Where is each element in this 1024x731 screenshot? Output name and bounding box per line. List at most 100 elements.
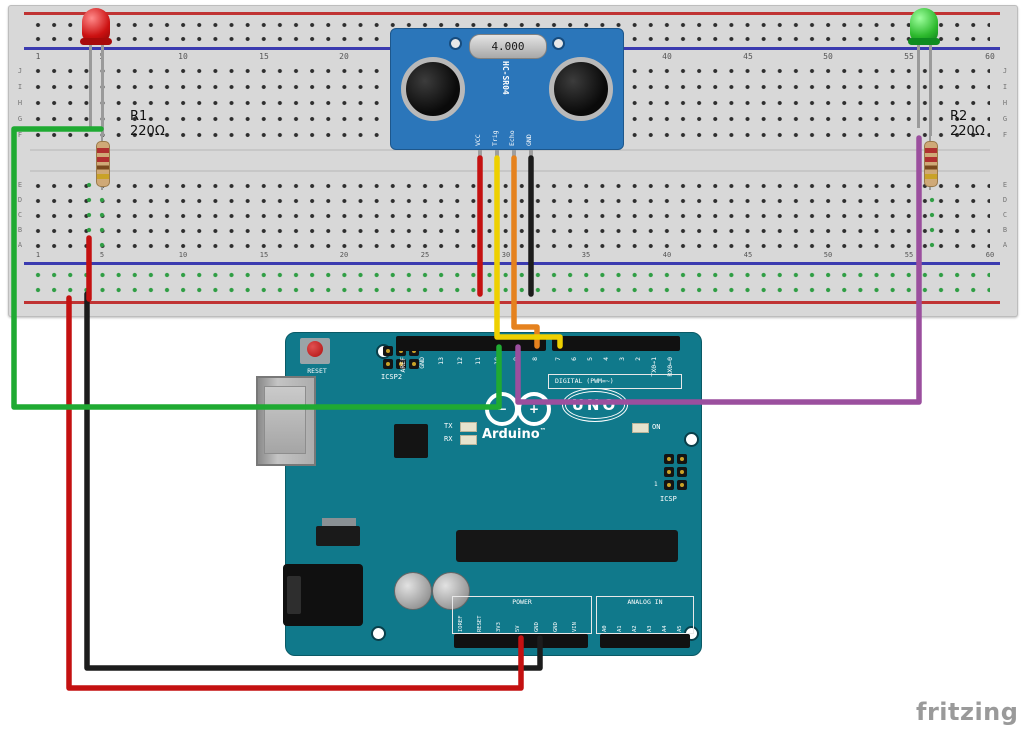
sensor-mount-hole bbox=[449, 37, 462, 50]
green-led[interactable] bbox=[910, 8, 938, 42]
red-led-lead bbox=[89, 42, 92, 128]
icsp-pin bbox=[664, 454, 674, 464]
digital-caption: DIGITAL (PWM=~) bbox=[555, 377, 614, 385]
usb-connector-face bbox=[264, 386, 306, 454]
bb-row-letter: E bbox=[17, 181, 23, 189]
bb-center-gap-ridge bbox=[30, 149, 990, 151]
logo-plus: + bbox=[528, 402, 540, 416]
bb-col-number: 60 bbox=[985, 52, 995, 61]
fritzing-watermark: fritzing bbox=[916, 698, 1019, 726]
sensor-transducer-right bbox=[549, 57, 613, 121]
trademark: ™ bbox=[539, 427, 546, 435]
green-led-flange bbox=[908, 38, 940, 45]
icsp-pin bbox=[677, 467, 687, 477]
atmega-chip bbox=[456, 530, 678, 562]
bb-col-number: 55 bbox=[904, 52, 914, 61]
sensor-transducer-left bbox=[401, 57, 465, 121]
resistor-r2[interactable] bbox=[924, 141, 938, 187]
rx-label: RX bbox=[444, 435, 453, 443]
hc-sr04-sensor[interactable]: 4.000 HC-SR04 bbox=[390, 28, 624, 150]
analog-caption: ANALOG IN bbox=[627, 598, 663, 606]
power-caption: POWER bbox=[512, 598, 532, 606]
green-led-lead bbox=[929, 42, 932, 136]
bb-center-gap-ridge bbox=[30, 170, 990, 172]
bb-col-number: 20 bbox=[339, 52, 349, 61]
bb-row-letter: I bbox=[17, 83, 23, 91]
power-section-box: POWER bbox=[452, 596, 592, 634]
icsp-pin bbox=[664, 467, 674, 477]
sensor-model-label: HC-SR04 bbox=[501, 61, 510, 95]
analog-section-box: ANALOG IN bbox=[596, 596, 694, 634]
bb-row-letter: B bbox=[17, 226, 23, 234]
r1-name: R1 bbox=[130, 109, 148, 124]
sensor-pin-gnd bbox=[529, 146, 533, 162]
top-rail-positive-line bbox=[24, 12, 1000, 15]
bb-row-letter: A bbox=[1002, 241, 1008, 249]
brand-text: Arduino bbox=[482, 427, 540, 442]
bb-col-number: 25 bbox=[420, 251, 430, 259]
red-led-lead bbox=[101, 42, 104, 136]
bb-col-number: 15 bbox=[259, 251, 269, 259]
icsp2-pin bbox=[396, 346, 406, 356]
logo-minus: − bbox=[496, 402, 508, 416]
red-led-flange bbox=[80, 38, 112, 45]
icsp2-pin bbox=[396, 359, 406, 369]
mount-hole bbox=[371, 626, 386, 641]
reset-button[interactable] bbox=[307, 341, 323, 357]
icsp-pin bbox=[677, 454, 687, 464]
bb-col-number: 30 bbox=[501, 251, 511, 259]
usb-interface-chip bbox=[394, 424, 428, 458]
black-wire-gnd[interactable] bbox=[84, 291, 543, 671]
r2-value: 220Ω bbox=[950, 123, 985, 139]
bb-col-number: 10 bbox=[178, 52, 188, 61]
bb-row-letter: D bbox=[1002, 196, 1008, 204]
icsp2-pin bbox=[383, 346, 393, 356]
digital-caption-box: DIGITAL (PWM=~) bbox=[548, 374, 682, 389]
bb-col-number: 20 bbox=[339, 251, 349, 259]
purple-wire-green-led[interactable] bbox=[515, 135, 922, 405]
bb-connected-holes bbox=[929, 178, 935, 253]
green-led-lead bbox=[917, 42, 920, 128]
icsp2-pin bbox=[409, 359, 419, 369]
bb-grid-bottom-half bbox=[30, 178, 990, 253]
icsp-pin1-label: 1 bbox=[654, 481, 658, 488]
icsp2-label: ICSP2 bbox=[381, 373, 403, 381]
green-wire-red-led[interactable] bbox=[11, 126, 502, 410]
resistor-r2-label: R2 220Ω bbox=[950, 109, 985, 140]
bb-row-letter: A bbox=[17, 241, 23, 249]
bb-row-letter: I bbox=[1002, 83, 1008, 91]
bb-col-number: 45 bbox=[743, 52, 753, 61]
red-wire-5v[interactable] bbox=[66, 295, 524, 691]
bb-row-letter: H bbox=[1002, 99, 1008, 107]
red-led[interactable] bbox=[82, 8, 110, 42]
bb-col-number: 1 bbox=[35, 52, 41, 61]
resistor-r1[interactable] bbox=[96, 141, 110, 187]
arduino-brand: Arduino™ bbox=[482, 428, 546, 441]
bb-row-letter: E bbox=[1002, 181, 1008, 189]
bb-col-number: 1 bbox=[35, 251, 41, 259]
sensor-mount-hole bbox=[552, 37, 565, 50]
bb-col-number: 60 bbox=[985, 251, 995, 259]
bb-row-letter: D bbox=[17, 196, 23, 204]
bb-row-letter: H bbox=[17, 99, 23, 107]
on-led bbox=[632, 423, 649, 433]
capacitor bbox=[394, 572, 432, 610]
reset-label: RESET bbox=[307, 367, 327, 375]
bb-col-number: 10 bbox=[178, 251, 188, 259]
power-jack-opening bbox=[287, 576, 301, 614]
regulator-tab bbox=[322, 518, 356, 526]
bb-row-letter: F bbox=[1002, 131, 1008, 139]
bb-row-letter: G bbox=[17, 115, 23, 123]
yellow-wire-echo[interactable] bbox=[494, 155, 563, 349]
bb-col-number: 50 bbox=[823, 52, 833, 61]
digital-header-right[interactable] bbox=[552, 336, 680, 351]
icsp-pin bbox=[677, 480, 687, 490]
analog-header[interactable] bbox=[600, 634, 690, 648]
rx-led bbox=[460, 435, 477, 445]
on-label: ON bbox=[652, 423, 661, 431]
bb-row-letter: C bbox=[1002, 211, 1008, 219]
bb-col-number: 45 bbox=[743, 251, 753, 259]
bb-col-number: 15 bbox=[259, 52, 269, 61]
